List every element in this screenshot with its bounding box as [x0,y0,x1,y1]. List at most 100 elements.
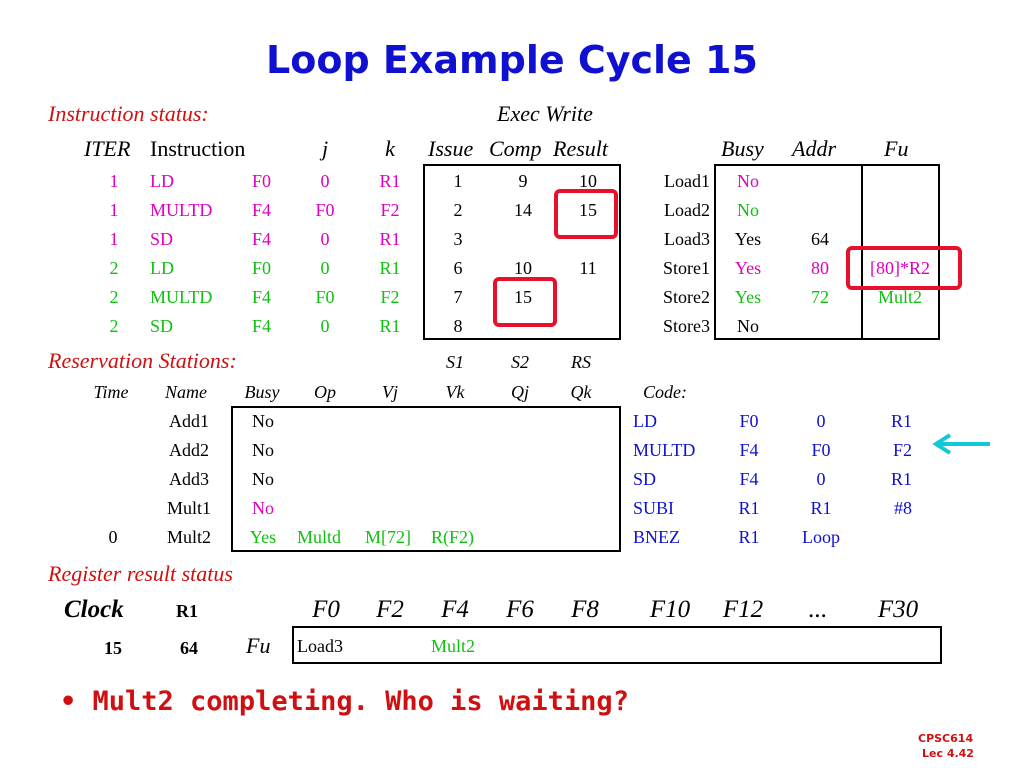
rs-time: 0 [108,527,118,547]
code-op: LD [633,411,657,431]
buffer-fu: Mult2 [877,287,922,307]
instr-op: MULTD [150,200,213,220]
rs-top-s1: S1 [446,352,464,372]
buffer-fu: [80]*R2 [870,258,930,278]
register-header: F12 [722,596,764,623]
instr-comp: 9 [518,171,528,191]
buffer-name: Store3 [663,316,710,336]
register-header: F2 [376,596,404,623]
load-store-box [714,164,863,340]
rs-header: Vk [445,382,465,402]
code-arg2: 0 [816,469,826,489]
instr-op: SD [150,316,174,336]
buffer-name: Load3 [664,229,710,249]
instruction-status-box [423,164,621,340]
buffer-busy: Yes [734,229,762,249]
instr-iter: 1 [109,229,119,249]
rs-header: Qk [570,382,592,402]
instr-issue: 2 [453,200,463,220]
instr-k: R1 [379,316,401,336]
instr-op: SD [150,229,174,249]
rs-header: Time [93,382,129,402]
left-arrow-icon [932,433,990,455]
instr-iter: 1 [109,171,119,191]
register-header: F4 [441,596,469,623]
register-header: F10 [649,596,691,623]
instr-result: 15 [579,200,597,220]
instr-op: LD [150,258,174,278]
instr-iter: 2 [109,316,119,336]
register-fu-value: Mult2 [431,636,476,656]
register-status-label: Register result status [48,561,233,586]
code-op: BNEZ [633,527,680,547]
instr-result: 11 [579,258,597,278]
code-op: SD [633,469,657,489]
header-iter: ITER [84,136,131,161]
instr-j: 0 [320,171,330,191]
register-header: F0 [312,596,340,623]
instr-k: F2 [380,287,400,307]
rs-busy: Yes [249,527,277,547]
rs-busy: No [252,440,274,460]
highlight-comp-15 [493,277,557,327]
code-label: Code: [643,382,687,402]
footer-course: CPSC614 [918,732,974,745]
code-arg1: F0 [739,411,759,431]
buffer-addr: 64 [811,229,829,249]
register-header: F8 [571,596,599,623]
fu-box [859,164,940,340]
instr-reg: F4 [252,316,272,336]
fu-label: Fu [246,633,271,658]
buffer-addr: 72 [811,287,829,307]
rs-vj: M[72] [365,527,411,547]
rs-busy: No [252,498,274,518]
r1-value: 64 [180,638,198,658]
header-instruction: Instruction [150,136,246,161]
code-arg1: F4 [739,440,759,460]
highlight-result-15 [554,189,618,239]
rs-header: Vj [382,382,398,402]
instr-j: 0 [320,316,330,336]
instr-comp: 15 [514,287,532,307]
code-arg3: R1 [890,469,912,489]
instruction-status-label: Instruction status: [48,101,209,126]
reservation-stations-label: Reservation Stations: [48,348,237,373]
rs-header: Qj [511,382,529,402]
code-arg1: F4 [739,469,759,489]
instr-reg: F0 [252,171,272,191]
bullet-text: Mult2 completing. Who is waiting? [92,686,629,717]
instr-issue: 1 [453,171,463,191]
instr-reg: F4 [252,287,272,307]
instr-issue: 7 [453,287,463,307]
clock-value: 15 [104,638,122,658]
rs-header: Name [165,382,207,402]
buffer-busy: No [737,316,759,336]
header-j: j [321,136,329,161]
rs-busy: No [252,411,274,431]
code-arg2: R1 [810,498,832,518]
code-arg3: #8 [894,498,912,518]
register-header: ... [808,596,828,623]
instr-issue: 8 [453,316,463,336]
register-fu-value: Load3 [297,636,343,656]
buffer-name: Store1 [663,258,710,278]
rs-name: Mult1 [166,498,211,518]
header-k: k [385,136,395,161]
rs-name: Add3 [169,469,209,489]
highlight-store1-fu [846,246,962,290]
clock-label: Clock [64,596,124,623]
page-title: Loop Example Cycle 15 [266,38,758,82]
code-arg3: F2 [892,440,912,460]
rs-name: Mult2 [166,527,211,547]
rs-top-s2: S2 [511,352,529,372]
instr-j: 0 [320,258,330,278]
rs-header: Busy [244,382,280,402]
instr-k: R1 [379,229,401,249]
register-header: F6 [506,596,534,623]
code-arg1: R1 [738,527,760,547]
footer-lecture: Lec 4.42 [922,747,974,760]
instr-result: 10 [579,171,597,191]
header-result: Result [553,136,608,161]
header-issue: Issue [428,136,474,161]
code-arg2: F0 [811,440,831,460]
